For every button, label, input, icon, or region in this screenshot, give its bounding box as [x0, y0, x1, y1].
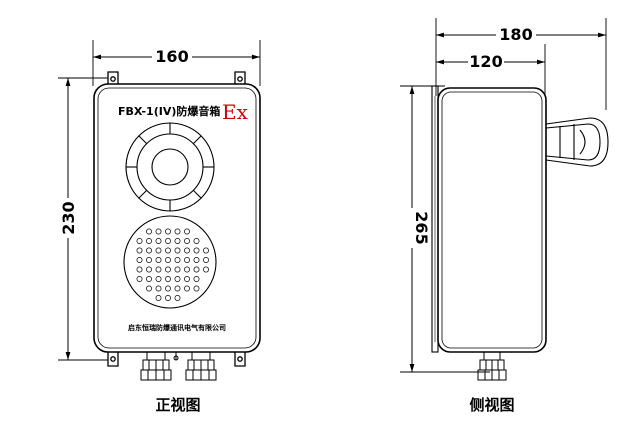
- mounting-tab-bottom-left: [107, 350, 119, 367]
- speaker-hole: [203, 247, 209, 254]
- side-height-label: 265: [412, 211, 431, 244]
- speaker-hole: [136, 247, 143, 254]
- speaker-hole: [174, 257, 181, 263]
- speaker-hole: [136, 257, 143, 263]
- speaker-hole: [184, 276, 190, 282]
- speaker-hole: [193, 257, 200, 263]
- speaker-hole: [146, 285, 152, 292]
- speaker-hole: [193, 238, 200, 244]
- front-enclosure-inner: [97, 87, 257, 349]
- front-view-caption: 正视图: [155, 396, 200, 414]
- speaker-hole: [155, 247, 162, 254]
- speaker-hole: [165, 257, 171, 263]
- speaker-hole: [146, 276, 152, 282]
- speaker-hole: [203, 257, 209, 263]
- cable-gland-right: [185, 351, 217, 381]
- speaker-hole: [136, 276, 143, 282]
- speaker-hole: [165, 238, 171, 244]
- speaker-hole: [165, 276, 171, 282]
- speaker-hole: [146, 247, 152, 254]
- side-view: [400, 18, 609, 381]
- side-overall-depth-label: 180: [499, 25, 532, 44]
- speaker-hole: [165, 266, 171, 273]
- speaker-hole: [184, 266, 190, 273]
- speaker-hole: [193, 266, 200, 273]
- manufacturer-label: 启东恒瑞防爆通讯电气有限公司: [128, 323, 226, 332]
- horn-grille: [125, 122, 215, 212]
- speaker-hole: [155, 257, 162, 263]
- speaker-hole: [174, 247, 181, 254]
- speaker-grille: [123, 215, 217, 309]
- speaker-hole: [203, 266, 209, 273]
- speaker-hole: [136, 266, 143, 273]
- front-enclosure: [93, 83, 261, 353]
- speaker-hole: [174, 228, 181, 235]
- side-horn: [545, 117, 609, 167]
- speaker-hole: [146, 238, 152, 244]
- speaker-hole: [146, 266, 152, 273]
- speaker-hole: [193, 276, 200, 282]
- side-body-depth-label: 120: [469, 52, 502, 71]
- speaker-hole: [193, 247, 200, 254]
- speaker-hole: [155, 228, 162, 235]
- mounting-tab-top-left: [107, 71, 119, 88]
- speaker-hole: [155, 285, 162, 292]
- speaker-hole: [174, 295, 181, 301]
- speaker-hole: [184, 257, 190, 263]
- speaker-hole: [184, 238, 190, 244]
- speaker-hole: [174, 266, 181, 273]
- speaker-hole: [146, 257, 152, 263]
- speaker-hole: [155, 276, 162, 282]
- front-height-label: 230: [59, 201, 78, 234]
- side-view-caption: 侧视图: [469, 396, 514, 414]
- ex-mark: Ex: [222, 100, 249, 124]
- speaker-hole: [165, 247, 171, 254]
- speaker-hole: [174, 276, 181, 282]
- speaker-hole: [165, 285, 171, 292]
- speaker-hole: [184, 228, 190, 235]
- speaker-hole: [155, 266, 162, 273]
- speaker-hole: [136, 238, 143, 244]
- speaker-hole: [184, 285, 190, 292]
- side-enclosure: [437, 87, 547, 353]
- speaker-hole: [155, 295, 162, 301]
- side-cable-gland: [477, 351, 507, 381]
- mounting-tab-top-right: [234, 71, 246, 88]
- speaker-hole: [193, 285, 200, 292]
- mounting-tab-bottom-right: [234, 350, 246, 367]
- speaker-hole: [174, 285, 181, 292]
- product-label: FBX-1(IV)防爆音箱: [118, 104, 220, 118]
- front-width-label: 160: [155, 47, 188, 66]
- cable-gland-left: [140, 351, 172, 381]
- front-view: [58, 40, 261, 381]
- speaker-hole: [146, 228, 152, 235]
- ground-screw: [173, 352, 179, 361]
- speaker-hole: [155, 238, 162, 244]
- speaker-hole: [174, 238, 181, 244]
- speaker-hole: [165, 295, 171, 301]
- speaker-hole: [165, 228, 171, 235]
- speaker-hole: [184, 247, 190, 254]
